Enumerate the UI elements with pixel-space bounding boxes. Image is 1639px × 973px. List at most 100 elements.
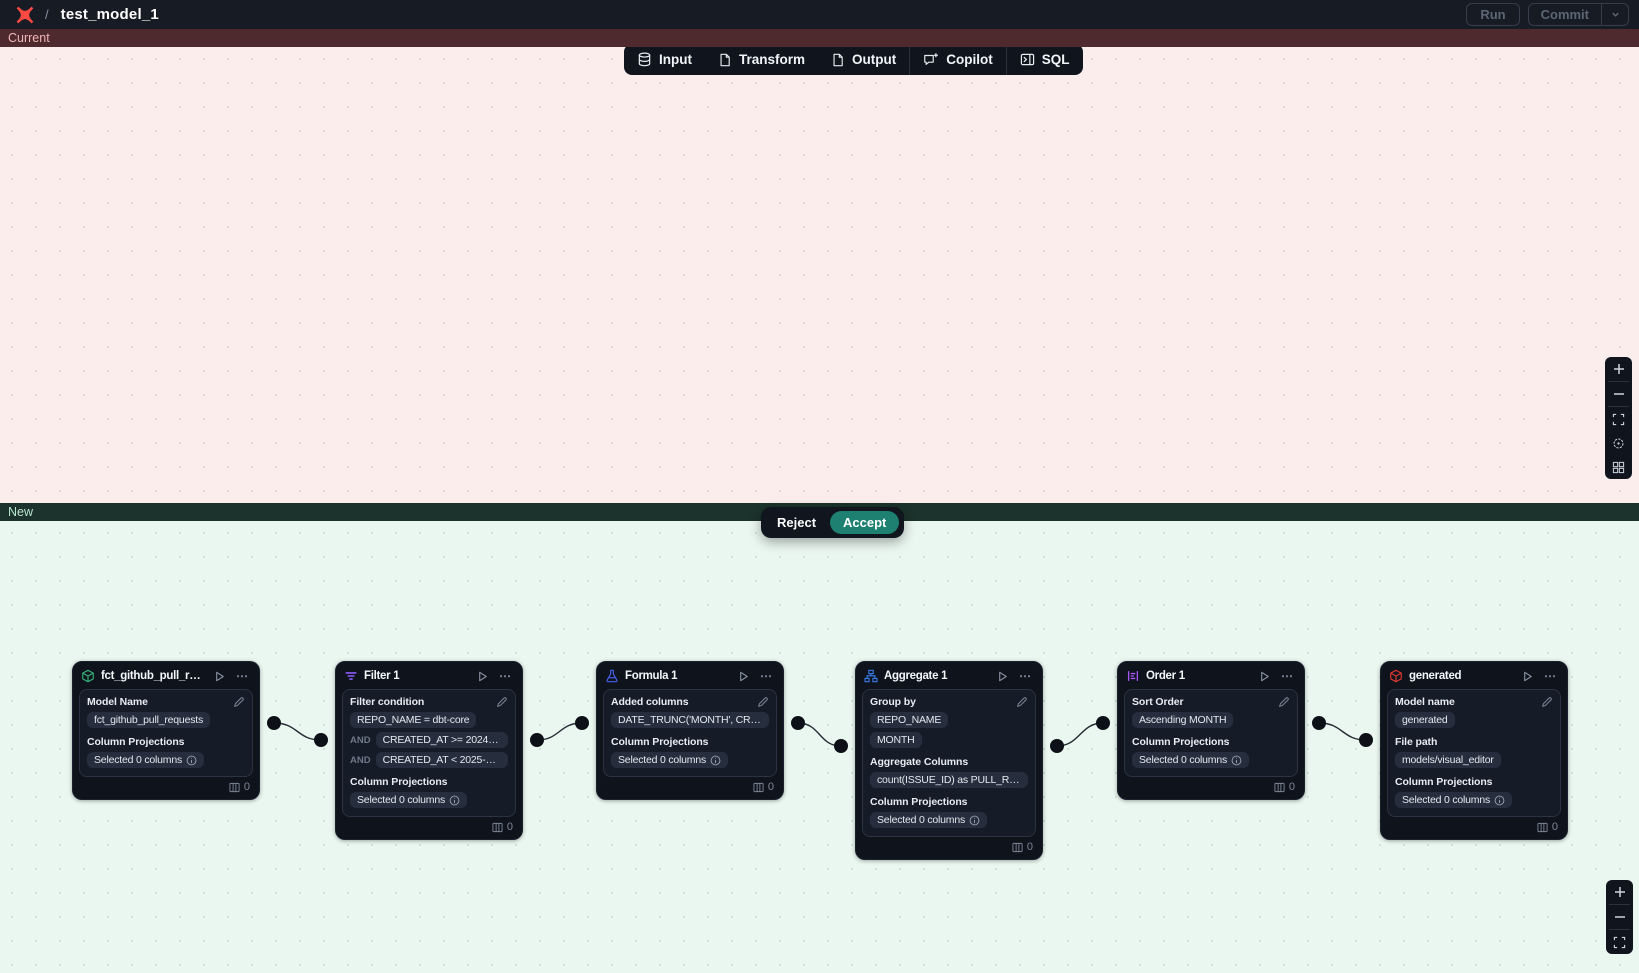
sort-order-pill[interactable]: Ascending MONTH [1132, 712, 1234, 728]
column-projections-pill[interactable]: Selected 0 columns [611, 752, 729, 768]
zoom-out-button[interactable] [1605, 382, 1632, 406]
plus-icon [1613, 885, 1627, 899]
fit-view-button[interactable] [1606, 930, 1633, 954]
info-icon [969, 815, 980, 826]
model-name-pill[interactable]: generated [1395, 712, 1455, 728]
panel-divider [1608, 406, 1629, 407]
current-canvas[interactable]: Input Transform Output Copilot SQL [0, 47, 1639, 503]
column-projections-pill[interactable]: Selected 0 columns [1132, 752, 1250, 768]
table-columns-icon [753, 782, 764, 793]
field-label: Column Projections [87, 736, 185, 748]
zoom-in-button[interactable] [1606, 880, 1633, 904]
edge-handle[interactable] [1359, 733, 1373, 747]
new-canvas[interactable]: fct_github_pull_requests ⋯ Model Name fc… [0, 521, 1639, 973]
column-projections-pill[interactable]: Selected 0 columns [870, 812, 988, 828]
node-menu-button[interactable]: ⋯ [1544, 669, 1557, 683]
table-columns-icon [1537, 822, 1548, 833]
edit-pencil-icon[interactable] [496, 696, 508, 708]
commit-button[interactable]: Commit [1529, 4, 1601, 25]
field-label: Column Projections [870, 796, 968, 808]
add-transform-button[interactable]: Transform [705, 47, 818, 75]
group-by-pill[interactable]: REPO_NAME [870, 712, 949, 728]
add-output-button[interactable]: Output [818, 47, 909, 75]
node-generated[interactable]: generated ⋯ Model name generated File pa… [1380, 661, 1568, 840]
field-label: Column Projections [1395, 776, 1493, 788]
node-fct-github-pull-requests[interactable]: fct_github_pull_requests ⋯ Model Name fc… [72, 661, 260, 800]
node-menu-button[interactable]: ⋯ [760, 669, 773, 683]
field-label: Filter condition [350, 696, 425, 708]
node-run-button[interactable] [994, 670, 1011, 683]
node-aggregate-1[interactable]: Aggregate 1 ⋯ Group by REPO_NAME MONTH A… [855, 661, 1043, 860]
add-input-button[interactable]: Input [624, 47, 705, 75]
group-by-pill[interactable]: MONTH [870, 732, 922, 748]
edge-handle[interactable] [834, 739, 848, 753]
column-projections-pill[interactable]: Selected 0 columns [87, 752, 205, 768]
model-name-pill[interactable]: fct_github_pull_requests [87, 712, 211, 728]
grid-icon [1612, 461, 1625, 474]
toolbar-input-label: Input [659, 52, 692, 67]
node-run-button[interactable] [211, 670, 228, 683]
toolbar-output-label: Output [852, 52, 897, 67]
formula-pill[interactable]: DATE_TRUNC('MONTH', CREATED_AT… [611, 712, 769, 728]
edge-handle[interactable] [1312, 716, 1326, 730]
copilot-button[interactable]: Copilot [910, 47, 1006, 75]
field-label: Model Name [87, 696, 148, 708]
reject-button[interactable]: Reject [766, 511, 827, 534]
zoom-out-button[interactable] [1606, 905, 1633, 929]
info-icon [1494, 795, 1505, 806]
field-label: Group by [870, 696, 916, 708]
node-run-button[interactable] [1519, 670, 1536, 683]
panel-divider [1609, 904, 1630, 905]
edit-pencil-icon[interactable] [233, 696, 245, 708]
node-formula-1[interactable]: Formula 1 ⋯ Added columns DATE_TRUNC('MO… [596, 661, 784, 800]
node-order-1[interactable]: Order 1 ⋯ Sort Order Ascending MONTH Col… [1117, 661, 1305, 800]
filter-condition-pill[interactable]: REPO_NAME = dbt-core [350, 712, 477, 728]
node-title: Order 1 [1146, 670, 1185, 682]
node-menu-button[interactable]: ⋯ [1281, 669, 1294, 683]
edge-handle[interactable] [530, 733, 544, 747]
edge-handle[interactable] [314, 733, 328, 747]
field-label: Column Projections [1132, 736, 1230, 748]
field-label: File path [1395, 736, 1438, 748]
filter-condition-pill[interactable]: CREATED_AT >= 2024-12-01 [375, 732, 508, 748]
column-projections-pill[interactable]: Selected 0 columns [350, 792, 468, 808]
edge-handle[interactable] [1096, 716, 1110, 730]
interactivity-lock-button[interactable] [1605, 431, 1632, 455]
node-title: fct_github_pull_requests [101, 670, 205, 682]
minus-icon [1612, 387, 1626, 401]
filter-condition-pill[interactable]: CREATED_AT < 2025-03-01 [375, 752, 508, 768]
node-run-button[interactable] [1256, 670, 1273, 683]
toolbar-transform-label: Transform [739, 52, 806, 67]
commit-dropdown-button[interactable] [1601, 4, 1628, 25]
accept-button[interactable]: Accept [830, 511, 900, 534]
column-projections-pill[interactable]: Selected 0 columns [1395, 792, 1513, 808]
edit-pencil-icon[interactable] [1541, 696, 1553, 708]
layout-grid-button[interactable] [1605, 455, 1632, 479]
zoom-in-button[interactable] [1605, 357, 1632, 381]
run-button[interactable]: Run [1466, 3, 1520, 26]
edge-handle[interactable] [791, 716, 805, 730]
field-label: Added columns [611, 696, 689, 708]
edge-handle[interactable] [575, 716, 589, 730]
node-menu-button[interactable]: ⋯ [499, 669, 512, 683]
sql-button[interactable]: SQL [1007, 47, 1083, 75]
node-menu-button[interactable]: ⋯ [1019, 669, 1032, 683]
node-run-button[interactable] [474, 670, 491, 683]
row-count: 0 [767, 781, 774, 793]
aggregate-column-pill[interactable]: count(ISSUE_ID) as PULL_REQUEST_… [870, 772, 1028, 788]
node-run-button[interactable] [735, 670, 752, 683]
node-menu-button[interactable]: ⋯ [236, 669, 249, 683]
edge-handle[interactable] [267, 716, 281, 730]
node-toolbar: Input Transform Output Copilot SQL [624, 47, 1083, 75]
edit-pencil-icon[interactable] [757, 696, 769, 708]
node-filter-1[interactable]: Filter 1 ⋯ Filter condition REPO_NAME = … [335, 661, 523, 840]
fit-view-button[interactable] [1605, 407, 1632, 431]
row-count: 0 [1288, 781, 1295, 793]
edit-pencil-icon[interactable] [1278, 696, 1290, 708]
edge-handle[interactable] [1050, 739, 1064, 753]
table-columns-icon [1012, 842, 1023, 853]
edit-pencil-icon[interactable] [1016, 696, 1028, 708]
current-zoom-controls [1605, 357, 1632, 479]
table-columns-icon [492, 822, 503, 833]
file-path-pill[interactable]: models/visual_editor [1395, 752, 1501, 768]
